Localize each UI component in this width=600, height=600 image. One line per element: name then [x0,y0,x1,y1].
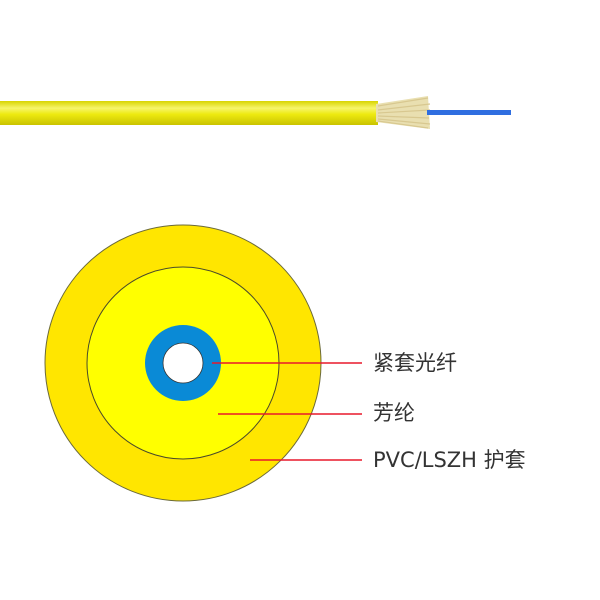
label-jacket: PVC/LSZH 护套 [373,448,526,472]
optical-fiber-side [427,110,511,115]
aramid-yarn-side [376,96,431,129]
cable-side-view [0,96,511,129]
cable-cross-section [44,224,322,502]
label-tight-buffer: 紧套光纤 [373,351,457,375]
fiber-core [162,342,204,384]
leader-lines [212,362,362,461]
label-aramid: 芳纶 [373,401,415,425]
outer-jacket-side [0,101,378,125]
